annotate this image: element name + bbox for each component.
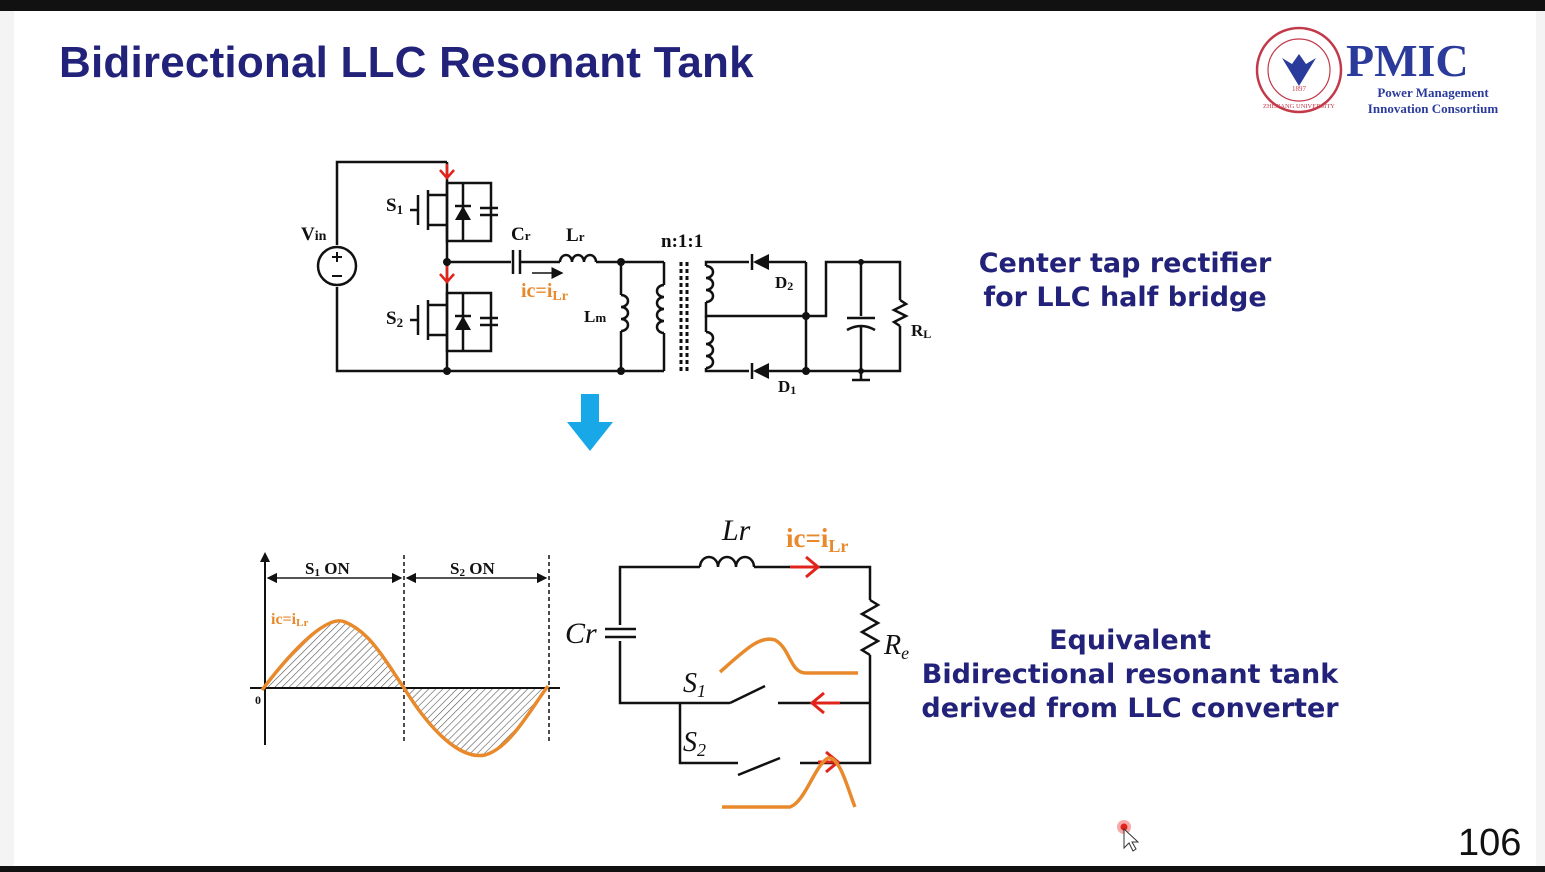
label-waveform-current: ic=iLr (271, 611, 308, 629)
label-eq-re: Re (883, 630, 909, 663)
current-direction-arrows (439, 164, 455, 284)
junction-dots (443, 258, 864, 375)
label-eq-s1: S1 (683, 668, 706, 701)
label-cr: Cr (511, 224, 531, 245)
caption-line: for LLC half bridge (983, 282, 1267, 313)
caption-equivalent: Equivalent Bidirectional resonant tank d… (915, 624, 1345, 726)
label-s2: S2 (386, 308, 403, 330)
left-edge (0, 11, 14, 866)
page-number: 106 (1458, 822, 1522, 864)
seal-text: ZHEJIANG UNIVERSITY (1263, 103, 1335, 110)
slide-title: Bidirectional LLC Resonant Tank (59, 38, 754, 87)
label-eq-cr: Cr (565, 617, 597, 650)
seal-year: 1897 (1292, 85, 1307, 93)
label-current: ic=iLr (521, 280, 568, 304)
source-polarity (332, 252, 342, 277)
equivalent-current-arrows (718, 555, 858, 809)
llc-half-bridge-circuit (316, 160, 909, 382)
caption-line: Center tap rectifier (978, 248, 1272, 279)
label-eq-current: ic=iLr (786, 523, 848, 556)
label-s1-on: S1 ON (305, 559, 350, 579)
label-d2: D2 (775, 273, 793, 293)
label-eq-lr: Lr (721, 514, 751, 547)
label-eq-s2: S2 (683, 727, 706, 760)
label-lr: Lr (566, 225, 585, 246)
voltage-source (316, 245, 358, 287)
caption-center-tap: Center tap rectifier for LLC half bridge (970, 247, 1280, 315)
switch-s2 (410, 291, 498, 353)
caption-line: Bidirectional resonant tank (921, 659, 1339, 690)
right-edge (1536, 11, 1545, 866)
caption-line: Equivalent (1049, 625, 1211, 656)
bottom-border (0, 866, 1545, 872)
label-d1: D1 (778, 377, 796, 397)
university-seal-logo: 1897 ZHEJIANG UNIVERSITY (1255, 26, 1343, 114)
pmic-logo: PMIC Power Management Innovation Consort… (1346, 35, 1498, 116)
label-origin: 0 (255, 693, 261, 707)
current-waveform (250, 552, 560, 758)
top-border (0, 0, 1545, 11)
label-s1: S1 (386, 195, 403, 217)
laser-pointer-icon (1117, 820, 1140, 852)
pmic-line1: Power Management (1377, 85, 1489, 100)
caption-line: derived from LLC converter (921, 693, 1339, 724)
label-vin: Vin (301, 224, 327, 245)
label-rl: RL (911, 321, 931, 341)
equivalent-resonant-tank (605, 555, 881, 777)
label-s2-on: S2 ON (450, 559, 495, 579)
switch-s1 (410, 181, 498, 243)
pmic-acronym: PMIC (1346, 35, 1469, 86)
pmic-line2: Innovation Consortium (1368, 101, 1499, 116)
label-turns-ratio: n:1:1 (661, 231, 703, 252)
label-lm: Lm (584, 307, 606, 326)
down-arrow-icon (567, 394, 613, 451)
